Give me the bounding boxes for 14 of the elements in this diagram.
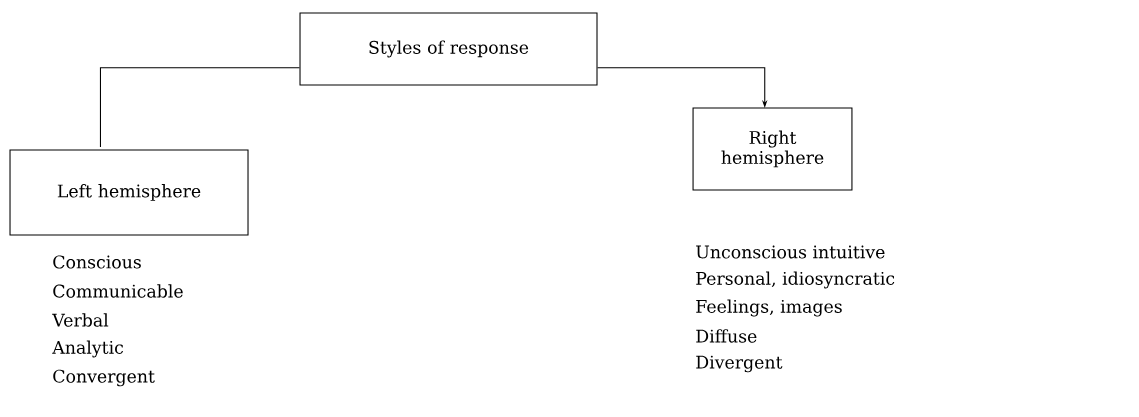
list-item: Diffuse <box>696 329 757 343</box>
list-item: Feelings, images <box>696 299 842 317</box>
list-item: Unconscious intuitive <box>696 245 885 259</box>
list-item: Personal, idiosyncratic <box>696 271 895 289</box>
list-item: Communicable <box>53 284 183 298</box>
list-item: Conscious <box>53 255 141 269</box>
connector <box>99 67 300 148</box>
list-item: Verbal <box>52 313 109 327</box>
process-box: Styles of response <box>299 12 598 86</box>
process-box: Left hemisphere <box>9 149 249 236</box>
list-item: Analytic <box>52 340 124 358</box>
list-item: Convergent <box>53 369 155 387</box>
list-item: Divergent <box>696 355 783 373</box>
process-box: Right hemisphere <box>692 107 853 191</box>
